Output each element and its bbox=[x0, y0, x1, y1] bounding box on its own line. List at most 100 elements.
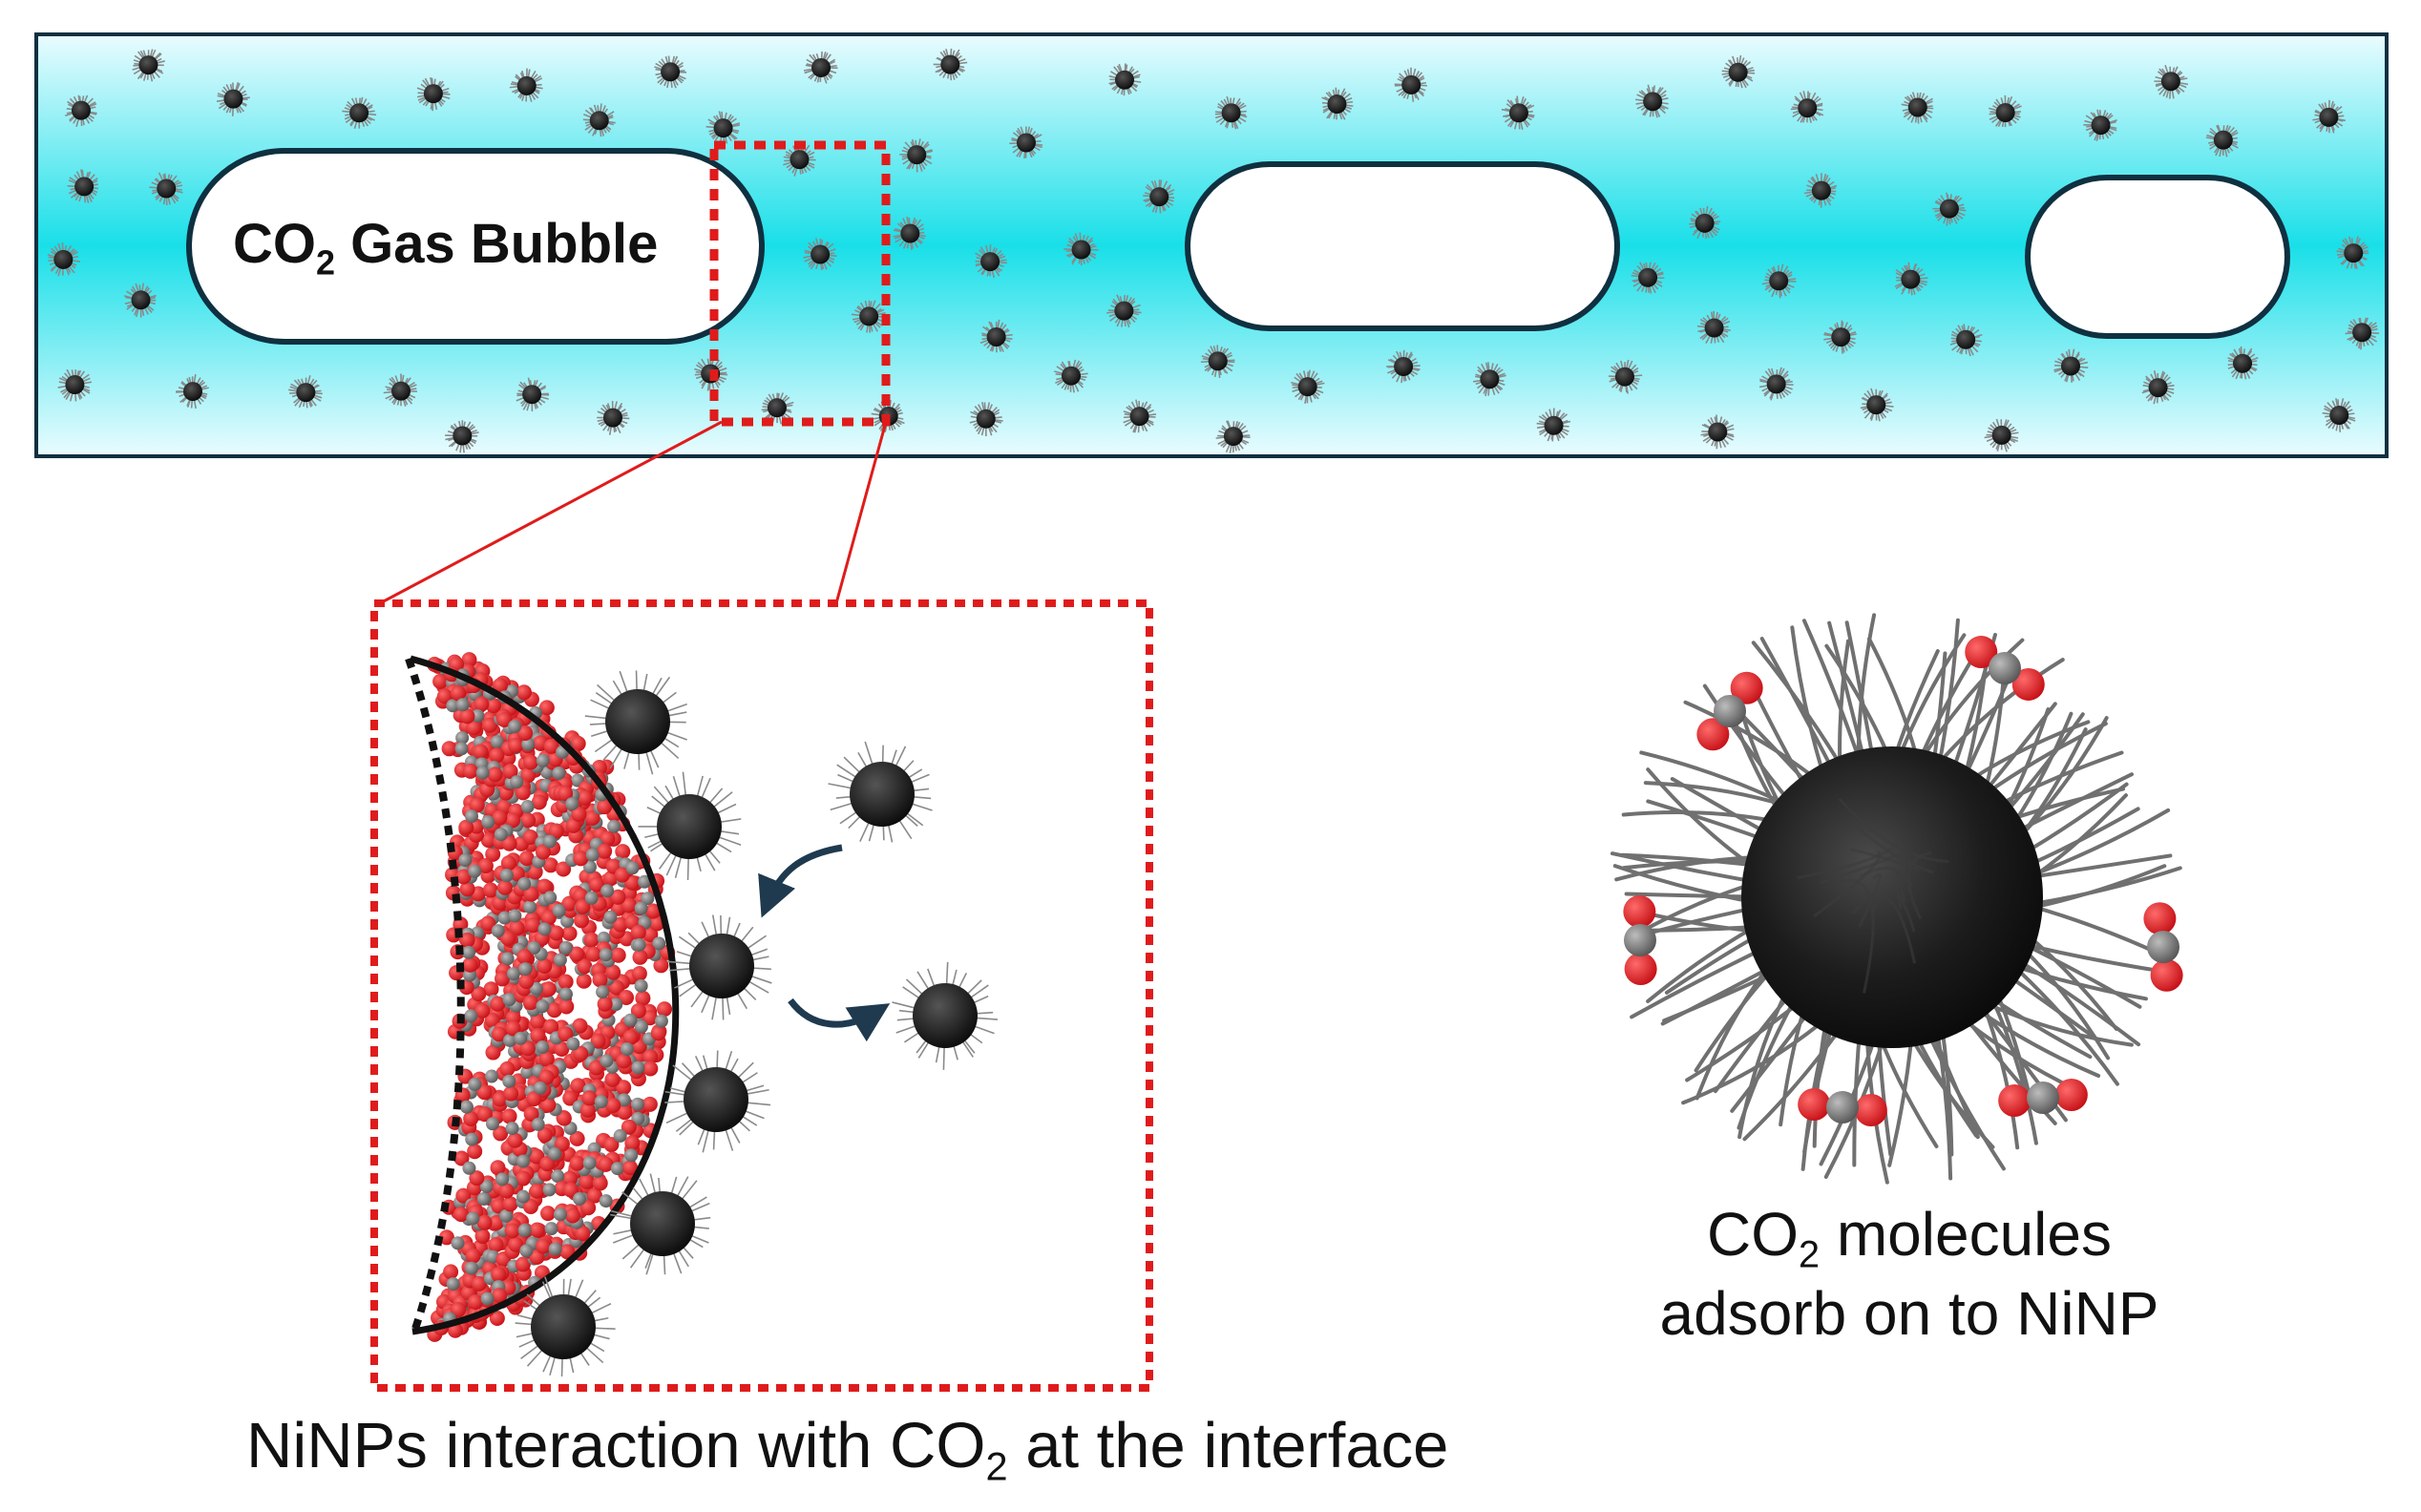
nanoparticle bbox=[1214, 95, 1248, 130]
nanoparticle bbox=[2345, 317, 2380, 350]
nanoparticle bbox=[2336, 236, 2369, 270]
nanoparticle bbox=[2154, 64, 2189, 99]
co2-molecule bbox=[516, 949, 535, 990]
co2-molecule bbox=[558, 786, 587, 822]
nanoparticle bbox=[1009, 126, 1043, 159]
nanoparticle bbox=[2312, 99, 2347, 134]
co2-molecule bbox=[1798, 1088, 1887, 1126]
nanoparticle bbox=[584, 670, 687, 775]
nanoparticle bbox=[638, 771, 742, 881]
co2-molecule bbox=[558, 974, 575, 1015]
co2-molecule bbox=[588, 876, 626, 905]
core-texture-strand bbox=[1871, 888, 1916, 933]
co2-molecule bbox=[621, 897, 662, 919]
nanoparticle bbox=[1989, 94, 2022, 128]
nanoparticle bbox=[1635, 84, 1669, 118]
nanoparticle bbox=[899, 138, 934, 173]
core-texture-strand bbox=[1838, 797, 1949, 864]
nanoparticle bbox=[975, 244, 1007, 279]
co2-molecule bbox=[476, 1106, 509, 1142]
co2-molecule bbox=[1623, 895, 1657, 985]
nanoparticle bbox=[1803, 173, 1838, 208]
co2-molecule bbox=[505, 1020, 536, 1057]
zoom-region-box bbox=[709, 140, 891, 427]
co2-molecule bbox=[453, 1207, 493, 1230]
nanoparticle bbox=[1949, 324, 1983, 357]
nanoparticle bbox=[1215, 420, 1251, 453]
nanoparticle bbox=[2205, 124, 2239, 158]
nanoparticle bbox=[979, 319, 1013, 353]
co2-molecule bbox=[603, 1119, 637, 1153]
co2-molecule bbox=[459, 932, 478, 973]
co2-molecule bbox=[1965, 636, 2045, 701]
nanoparticle bbox=[416, 76, 451, 112]
nanoparticle bbox=[1473, 362, 1506, 397]
nanoparticle bbox=[216, 81, 250, 116]
nanoparticle bbox=[2141, 370, 2175, 405]
nanoparticle bbox=[783, 142, 816, 177]
co2-molecule bbox=[508, 1236, 545, 1265]
core-texture-strand bbox=[1797, 838, 1902, 880]
nanoparticle bbox=[1291, 369, 1325, 404]
zoom-connector-left bbox=[379, 420, 723, 605]
nanoparticle bbox=[1696, 310, 1731, 344]
gas-bubble-3 bbox=[2025, 175, 2290, 339]
core-texture-strand bbox=[1852, 893, 1917, 964]
nanoparticle bbox=[515, 1276, 616, 1377]
nanoparticle bbox=[64, 94, 97, 127]
nanoparticle bbox=[516, 377, 550, 411]
ninp-caption-line2: adsorb on to NiNP bbox=[1659, 1279, 2159, 1349]
bubble-label: CO2 Gas Bubble bbox=[233, 213, 659, 283]
nanoparticle bbox=[1143, 179, 1175, 214]
co2-molecule bbox=[573, 843, 613, 867]
co2-molecule bbox=[490, 1160, 515, 1199]
nanoparticle bbox=[1063, 232, 1099, 266]
co2-molecule bbox=[466, 696, 490, 736]
nanoparticle bbox=[1761, 263, 1797, 299]
nanoparticle bbox=[828, 741, 933, 843]
nanoparticle bbox=[1860, 388, 1894, 422]
co2-molecule bbox=[581, 1090, 621, 1113]
co2-molecule bbox=[539, 1136, 570, 1172]
nanoparticle bbox=[1758, 367, 1794, 401]
co2-molecule bbox=[622, 1135, 641, 1176]
adsorbed-co2-molecules bbox=[1623, 636, 2183, 1126]
co2-molecule bbox=[616, 1080, 633, 1121]
core-texture-strand bbox=[1895, 870, 1906, 902]
nanoparticle bbox=[288, 375, 323, 409]
nanoparticle bbox=[803, 51, 838, 84]
nanoparticle bbox=[1984, 418, 2019, 452]
nanoparticle bbox=[969, 402, 1003, 436]
co2-molecule bbox=[650, 1001, 673, 1041]
co2-molecule bbox=[518, 850, 558, 873]
co2-molecule bbox=[499, 1060, 519, 1102]
nanoparticle bbox=[582, 103, 616, 137]
co2-molecule bbox=[631, 965, 651, 1006]
nanoparticle bbox=[2227, 346, 2259, 380]
nanoparticle bbox=[1394, 67, 1427, 102]
nanoparticle-field bbox=[47, 48, 2380, 453]
arrow-adsorb-in bbox=[758, 844, 843, 918]
core-texture-strand bbox=[1858, 872, 1882, 928]
nanoparticle bbox=[1932, 192, 1967, 226]
co2-molecule bbox=[526, 1069, 555, 1107]
nanoparticle bbox=[1823, 320, 1857, 354]
co2-molecule bbox=[462, 763, 503, 783]
co2-molecule bbox=[450, 685, 475, 724]
arrow-desorb-out bbox=[788, 998, 891, 1042]
ninp-core bbox=[1741, 746, 2043, 1048]
nanoparticle bbox=[383, 373, 417, 407]
nanoparticle bbox=[597, 401, 630, 435]
co2-molecule bbox=[455, 857, 494, 885]
nanoparticle bbox=[664, 1050, 771, 1153]
co2-molecule bbox=[504, 1222, 545, 1239]
nanoparticle bbox=[1054, 359, 1088, 393]
co2-molecule bbox=[496, 855, 516, 895]
nanoparticle bbox=[67, 169, 99, 203]
core-texture-strand bbox=[1906, 850, 1932, 920]
nanoparticle bbox=[132, 49, 165, 82]
nanoparticle bbox=[342, 96, 377, 129]
co2-molecule bbox=[480, 915, 516, 946]
co2-molecule bbox=[522, 995, 562, 1018]
